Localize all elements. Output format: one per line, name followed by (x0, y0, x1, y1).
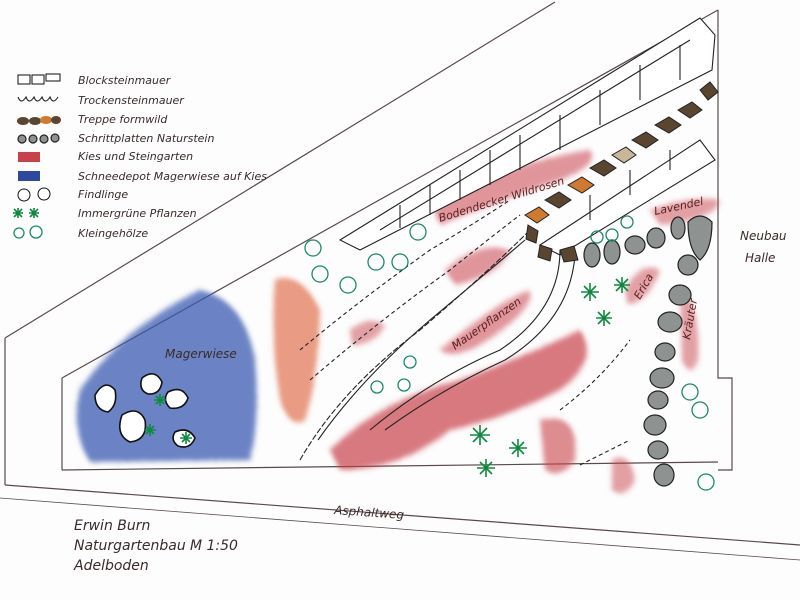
evergreen-plants (144, 277, 630, 477)
shrub-icon (370, 380, 384, 394)
gravel-area (680, 290, 699, 370)
evergreen-icon (596, 310, 612, 326)
block-stone-wall-icon (17, 73, 61, 85)
legend-label: Immergrüne Pflanzen (78, 207, 197, 220)
label-mauerpflanzen: Mauerpflanzen (449, 295, 523, 353)
gravel-area (350, 321, 385, 345)
company: Naturgartenbau (74, 538, 186, 554)
gravel-area (330, 330, 587, 470)
evergreen-icon (509, 439, 527, 457)
gravel-area (440, 290, 531, 354)
place: Adelboden (73, 558, 149, 574)
shrub-icon (590, 230, 604, 244)
gravel-area (445, 247, 510, 285)
stairs-formwild (524, 81, 719, 263)
stepping-stones (583, 215, 713, 487)
small-shrubs (304, 215, 715, 491)
shrub-icon (391, 253, 409, 271)
shrub-icon (339, 276, 357, 294)
evergreen-icon (13, 208, 39, 218)
shrub-icon (620, 215, 634, 229)
stepping-stones-icon (17, 133, 60, 144)
gravel-area (430, 150, 592, 225)
author: Erwin Burn (74, 518, 150, 534)
evergreen-icon (180, 432, 192, 444)
snow-depot-swatch-icon (18, 171, 40, 181)
legend-label: Treppe formwild (78, 113, 168, 126)
boulders (94, 373, 196, 448)
label-neubau: Neubau (740, 229, 787, 243)
legend: Blocksteinmauer Trockensteinmauer Treppe… (13, 73, 267, 240)
legend-label: Trockensteinmauer (78, 94, 185, 107)
shrub-icon (304, 239, 322, 257)
dry-stone-walls (299, 199, 631, 466)
gravel-area (612, 457, 635, 494)
gravel-area (650, 198, 720, 225)
legend-label: Schrittplatten Naturstein (78, 132, 214, 145)
label-asphaltweg: Asphaltweg (333, 503, 405, 522)
shrub-icon (697, 473, 715, 491)
shrub-icon (403, 355, 417, 369)
snow-depot-area (76, 290, 257, 462)
title-block: Erwin Burn Naturgartenbau M 1:50 Adelbod… (73, 518, 238, 574)
shrub-icon (409, 223, 427, 241)
gravel-area (540, 418, 576, 474)
evergreen-icon (614, 277, 630, 293)
label-halle: Halle (745, 251, 775, 265)
boulder-icon (17, 187, 51, 202)
legend-label: Kleingehölze (78, 227, 148, 240)
shrub-icon (13, 225, 43, 239)
shrub-icon (311, 265, 329, 283)
evergreen-icon (154, 394, 166, 406)
shrub-icon (397, 378, 411, 392)
block-stone-walls (338, 17, 716, 256)
stairs-icon (17, 116, 61, 125)
legend-label: Findlinge (78, 188, 128, 201)
shrub-icon (691, 401, 709, 419)
shrub-icon (605, 228, 619, 242)
legend-label: Kies und Steingarten (78, 150, 193, 163)
evergreen-icon (470, 425, 490, 445)
shrub-icon (367, 253, 385, 271)
legend-label: Blocksteinmauer (78, 74, 172, 87)
gravel-area-orange (273, 278, 320, 423)
evergreen-icon (144, 424, 156, 436)
evergreen-icon (581, 283, 599, 301)
gravel-area (625, 267, 660, 305)
gravel-swatch-icon (18, 152, 40, 162)
shrub-icon (681, 383, 699, 401)
label-magerwiese: Magerwiese (165, 347, 237, 361)
legend-label: Schneedepot Magerwiese auf Kies (78, 170, 267, 183)
scale: M 1:50 (190, 538, 238, 554)
evergreen-icon (477, 459, 495, 477)
dry-stone-wall-icon (17, 95, 59, 102)
